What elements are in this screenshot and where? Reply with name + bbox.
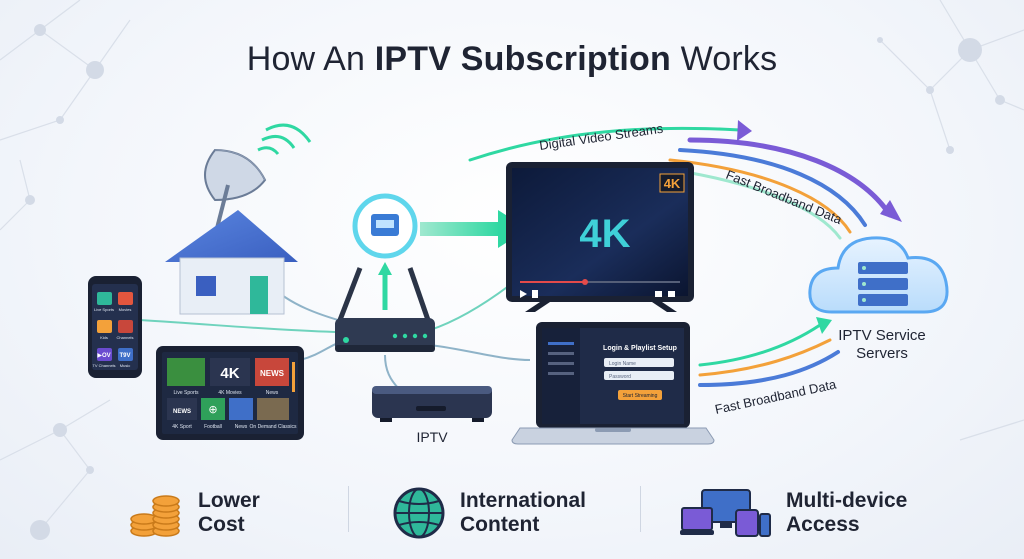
tablet-caption-5: News: [235, 424, 248, 430]
wifi-router: [335, 267, 435, 352]
feature-2-line1: Multi-device: [786, 489, 908, 512]
laptop-start-button: Start Streaming: [623, 393, 658, 399]
divider-1: [348, 486, 349, 532]
tablet-caption-4: Football: [204, 424, 222, 430]
globe-icon: [393, 487, 445, 539]
stream-mint: [658, 166, 842, 240]
tv-4k-badge: 4K: [664, 176, 681, 191]
laptop-heading: Login & Playlist Setup: [603, 345, 677, 352]
feature-international-content: International Content: [392, 478, 586, 548]
devices-icon: [680, 489, 771, 537]
divider-2: [640, 486, 641, 532]
tablet-tile-1: 4K: [220, 365, 239, 382]
stream-bottom-blue: [698, 350, 840, 387]
smart-tv: [506, 162, 694, 312]
laptop: [511, 322, 715, 445]
title-prefix: How An: [246, 40, 366, 78]
stream-blue: [678, 148, 867, 227]
coins-icon: [130, 495, 180, 537]
settop-label: IPTV: [416, 429, 448, 445]
feature-1-line1: International: [460, 489, 587, 512]
phone-app-2: Kids: [100, 335, 108, 340]
tablet-tile-2: NEWS: [260, 369, 285, 378]
tablet-caption-2: News: [266, 390, 279, 396]
stream-orange: [668, 158, 852, 234]
smartphone: [88, 276, 142, 378]
label-fast-broadband-top: Fast Broadband Data: [724, 167, 845, 227]
page-title: How An IPTV Subscription Works: [0, 40, 1024, 79]
phone-app-5: T9V: [119, 353, 130, 359]
tablet-caption-3: 4K Sport: [172, 424, 192, 430]
laptop-password-field: Password: [609, 374, 631, 380]
phone-app-4: ▶OV: [97, 353, 110, 359]
feature-2-line2: Access: [786, 513, 860, 536]
tablet-caption-1: 4K Movies: [218, 390, 242, 396]
laptop-login-field: Login Name: [609, 361, 636, 367]
stream-bottom-green: [698, 323, 822, 367]
arrowhead-digital: [737, 120, 752, 141]
tablet-caption-6: On Demand Classics: [250, 424, 297, 430]
phone-app-6: TV Channels: [92, 363, 115, 368]
arrowhead-servers-top: [880, 200, 902, 222]
phone-app-1: Movies: [119, 307, 132, 312]
cloud-servers: [808, 236, 949, 314]
stream-digital-video: [468, 126, 742, 162]
iptv-set-top-box: [372, 386, 492, 422]
label-digital-video-streams: Digital Video Streams: [538, 121, 664, 153]
servers-label-line2: Servers: [856, 345, 908, 362]
cable-router-tv: [429, 284, 511, 331]
feature-multi-device-access: Multi-device Access: [680, 478, 907, 548]
tv-4k-label: 4K: [579, 212, 630, 256]
arrowhead-bottom: [816, 317, 832, 334]
title-suffix: Works: [680, 40, 778, 78]
cable-router-laptop: [429, 344, 531, 361]
phone-app-0: Live Sports: [94, 307, 114, 312]
servers-label-line1: IPTV Service: [838, 327, 926, 344]
feature-0-line1: Lower: [198, 489, 260, 512]
tablet: [156, 346, 304, 440]
cable-router-settop: [384, 354, 401, 391]
phone-app-3: Channels: [117, 335, 134, 340]
feature-0-line2: Cost: [198, 513, 245, 536]
stream-purple: [687, 137, 893, 218]
feature-1-line2: Content: [460, 513, 540, 536]
title-bold: IPTV Subscription: [374, 40, 671, 78]
ethernet-port-icon: [352, 193, 418, 310]
feature-lower-cost: Lower Cost: [128, 478, 260, 548]
stream-bottom-orange: [698, 338, 832, 377]
diagram-canvas: IPTV 4K 4K IPTV Service Servers: [88, 120, 949, 445]
house-with-satellite: [165, 123, 312, 315]
phone-app-7: Music: [120, 363, 130, 368]
tablet-tile-3: NEWS: [173, 409, 191, 415]
tablet-caption-0: Live Sports: [173, 390, 199, 396]
tablet-tile-4: ⊕: [208, 404, 217, 416]
cable-phone-router: [139, 319, 336, 333]
